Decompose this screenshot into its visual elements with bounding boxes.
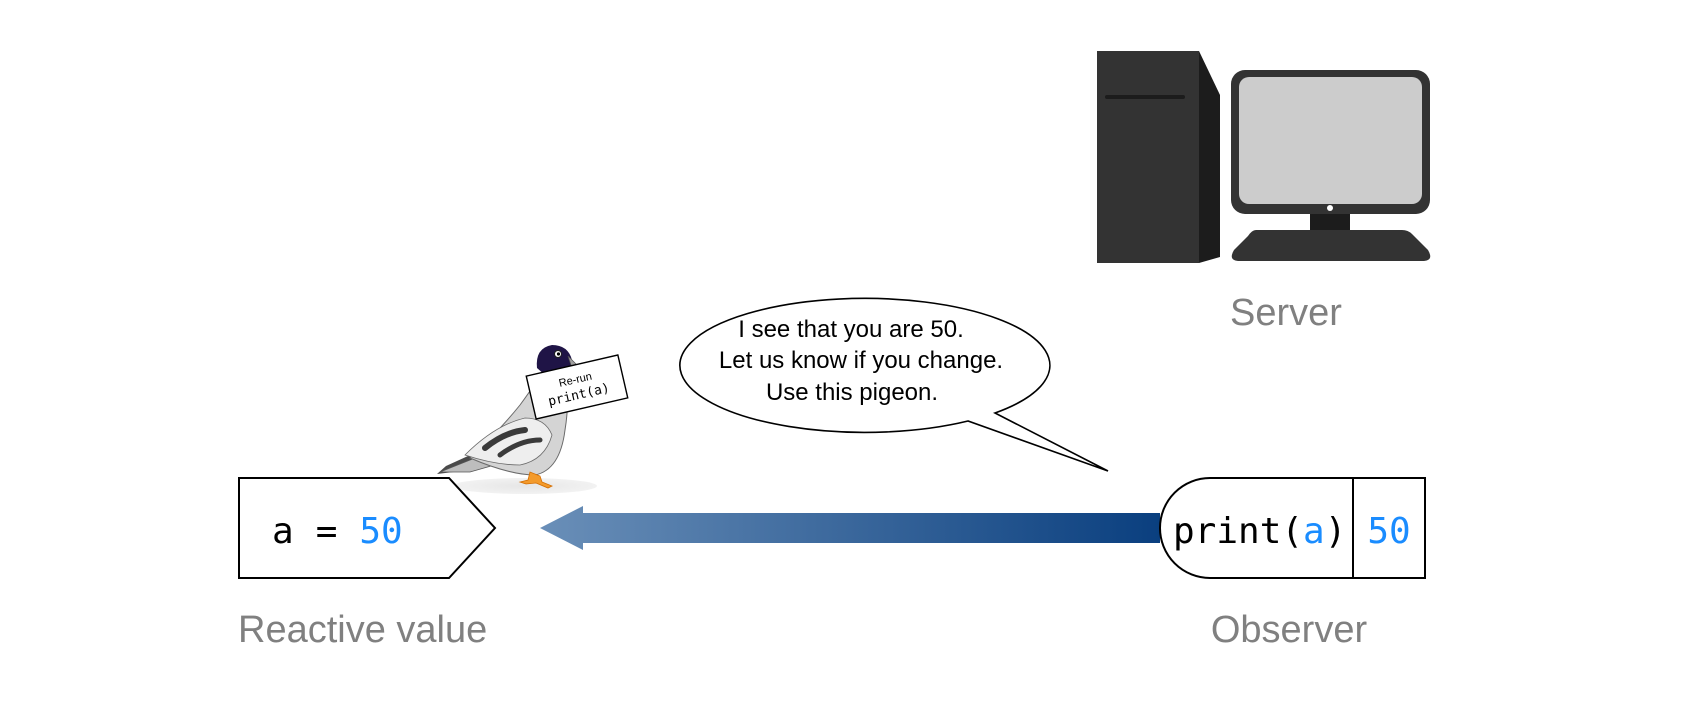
left-arrow-icon [540, 506, 1160, 550]
pigeon-wing-bar-1 [482, 427, 528, 451]
monitor-stand [1310, 214, 1350, 230]
pigeon-wing [464, 417, 553, 466]
observer-cached-value: 50 [1367, 511, 1410, 552]
reactive-assign-op: = [316, 511, 338, 552]
speech-line-1: I see that you are 50. [738, 316, 963, 343]
reactive-var-value: 50 [359, 511, 402, 552]
server-tower-front [1097, 51, 1199, 263]
keyboard-base [1231, 230, 1431, 261]
reactive-value-code: a = 50 [272, 511, 403, 552]
observer-code: print(a) [1173, 511, 1346, 552]
observer-label: Observer [1211, 609, 1368, 651]
speech-line-3: Use this pigeon. [766, 379, 938, 406]
observer-arg: a [1303, 511, 1325, 552]
reactive-value-shape [238, 477, 497, 579]
speech-line-2: Let us know if you change. [719, 347, 1003, 374]
server-label: Server [1230, 292, 1342, 334]
observer-close-paren: ) [1325, 511, 1347, 552]
server-tower-side [1199, 51, 1220, 263]
pigeon-sign: Re-run print(a) [525, 354, 629, 420]
reactive-value-node: a = 50 [238, 477, 497, 579]
pigeon-shadow [453, 478, 597, 494]
speech-bubble: I see that you are 50. Let us know if yo… [679, 297, 1109, 472]
observer-shape [1159, 477, 1426, 579]
pigeon-pupil [556, 352, 561, 356]
pigeon-icon: Re-run print(a) [437, 345, 629, 494]
observer-node: print(a) 50 [1159, 477, 1426, 579]
reactive-var-name: a [272, 511, 294, 552]
reactive-value-label: Reactive value [238, 609, 487, 651]
pigeon-feet [518, 471, 553, 489]
monitor-screen [1239, 77, 1422, 204]
server-computer-icon [1097, 51, 1431, 263]
monitor-power-led [1327, 205, 1333, 211]
speech-bubble-outline [679, 297, 1109, 472]
pigeon-sign-card [525, 354, 629, 420]
observer-func: print( [1173, 511, 1303, 552]
server-drive-slot [1105, 95, 1185, 99]
pigeon-wing-bar-2 [497, 437, 543, 458]
